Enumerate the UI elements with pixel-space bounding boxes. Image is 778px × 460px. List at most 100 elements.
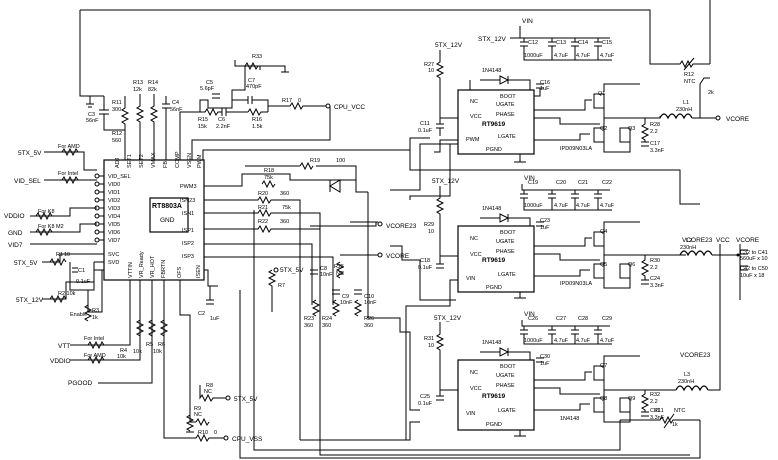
svg-text:R11: R11 (654, 408, 664, 414)
svg-text:C15: C15 (602, 40, 612, 46)
driver-3-pin-phase: PHASE (496, 383, 515, 389)
label-vcore-mid: VCORE (386, 253, 410, 260)
out-caps-1b: 560uF x 10 (740, 256, 768, 262)
inductor-l2-ref: L2 (686, 238, 692, 244)
svg-text:R25: R25 (334, 264, 344, 270)
driver-1-pin-ugate: UGATE (496, 102, 515, 108)
svg-text:1000uF: 1000uF (524, 203, 543, 209)
svg-text:0.1uF: 0.1uF (418, 128, 433, 134)
pin-vid5: VID5 (108, 222, 120, 228)
svg-text:NC: NC (204, 389, 212, 395)
svg-text:75k: 75k (282, 205, 291, 211)
svg-text:C6: C6 (218, 117, 225, 123)
q8-part: 1N4148 (560, 416, 579, 422)
pin-fb: FB (163, 161, 169, 168)
driver-2-supply: 5TX_12V (432, 178, 460, 185)
driver-2-pin-boot: BOOT (500, 230, 516, 236)
driver-1-pin-lgate: LGATE (498, 134, 516, 140)
driver-1-pin-phase: PHASE (496, 112, 515, 118)
driver-2-pin-phase: PHASE (496, 249, 515, 255)
label-for-intel: For Intel (58, 171, 78, 177)
label-for-amd-2: For AMD (84, 353, 106, 359)
svg-text:10: 10 (428, 343, 434, 349)
label-vcore-top: VCORE (726, 116, 750, 123)
svg-text:C21: C21 (578, 180, 588, 186)
controller-left-pin-markers (94, 173, 104, 263)
svg-text:1N4148: 1N4148 (482, 340, 501, 346)
svg-text:R29: R29 (424, 222, 434, 228)
pin-set1: SET1 (127, 154, 133, 168)
pin-vid2: VID2 (108, 198, 120, 204)
svg-text:C9: C9 (342, 294, 349, 300)
inductor-l1-ref: L1 (683, 100, 689, 106)
svg-text:2.2nF: 2.2nF (216, 124, 231, 130)
pin-pwm3: PWM3 (180, 184, 197, 190)
svg-text:10: 10 (428, 229, 434, 235)
svg-text:1uF: 1uF (540, 225, 550, 231)
pin-ofs: OFS (177, 266, 183, 278)
svg-text:4.7uF: 4.7uF (554, 203, 569, 209)
svg-text:10k: 10k (117, 354, 126, 360)
svg-text:2.2: 2.2 (650, 399, 658, 405)
pin-isp1: ISP1 (182, 228, 194, 234)
q2-part: IPD09N03LA (560, 146, 592, 152)
pin-set2: SET2 (139, 154, 145, 168)
driver-2-body (457, 225, 535, 293)
svg-text:R32: R32 (650, 392, 660, 398)
svg-text:R6: R6 (158, 342, 165, 348)
svg-text:C1: C1 (78, 268, 85, 274)
svg-text:1.5k: 1.5k (252, 124, 263, 130)
svg-text:C22: C22 (602, 180, 612, 186)
svg-text:R28: R28 (650, 122, 660, 128)
left-resistors: C1 0.1uF R1 10 R2 10k R3 1k R4 10k R5 10… (35, 147, 169, 365)
q5-part: IPD09N03LA (560, 281, 592, 287)
svg-text:470pF: 470pF (246, 84, 262, 90)
label-vddio-bottom: VDDIO (50, 358, 71, 365)
svg-text:NC: NC (194, 412, 202, 418)
driver-3-pin-lgate: LGATE (498, 408, 516, 414)
svg-text:10nF: 10nF (364, 300, 377, 306)
label-vin-mid: VIN (524, 175, 535, 182)
out-caps-2: C42 to C50 (740, 266, 768, 272)
svg-text:R31: R31 (424, 336, 434, 342)
svg-text:C27: C27 (556, 316, 566, 322)
svg-text:R5: R5 (146, 342, 153, 348)
svg-text:4.7uF: 4.7uF (554, 338, 569, 344)
pin-svd: SVD (108, 260, 119, 266)
svg-text:1N4148: 1N4148 (482, 68, 501, 74)
svg-text:R2 10k: R2 10k (58, 291, 76, 297)
svg-text:C30: C30 (540, 354, 550, 360)
svg-text:C4: C4 (172, 100, 179, 106)
svg-text:R16: R16 (252, 117, 262, 123)
label-pgood: PGOOD (68, 380, 93, 387)
svg-text:R22: R22 (258, 219, 268, 225)
label-for-k8: For K8 (38, 209, 55, 215)
left-side-labels: 5TX_5V For AMD For Intel VID_SEL VDDIO F… (4, 144, 106, 387)
svg-text:R8: R8 (206, 383, 213, 389)
label-vcore23-l2: VCORE23 (682, 237, 713, 244)
inductor-l3-ref: L3 (684, 372, 690, 378)
pin-vid7: VID7 (108, 238, 120, 244)
svg-text:4.7uF: 4.7uF (600, 338, 615, 344)
controller-right-wiring: R18 75k R19 100 R20 360 R21 75k R22 360 … (180, 158, 701, 459)
label-5tx-5v-top: 5TX_5V (18, 150, 42, 157)
driver-3-pin-vcc: VCC (470, 386, 482, 392)
svg-text:4.7uF: 4.7uF (600, 203, 615, 209)
driver-2: RT9619 BOOT UGATE PHASE LGATE NC VCC VIN… (418, 178, 676, 299)
label-vcc-right: VCC (716, 237, 730, 244)
svg-text:C29: C29 (602, 316, 612, 322)
svg-text:R17: R17 (282, 98, 292, 104)
driver-1: RT9619 BOOT UGATE PHASE LGATE NC VCC PWM… (418, 42, 665, 163)
svg-text:3.3nF: 3.3nF (650, 148, 665, 154)
svg-text:C31: C31 (650, 408, 660, 414)
driver-2-pin-nc: NC (470, 236, 478, 242)
svg-text:C26: C26 (528, 316, 538, 322)
svg-text:R12: R12 (112, 131, 122, 137)
svg-text:R19: R19 (310, 158, 320, 164)
pin-vid1: VID1 (108, 190, 120, 196)
svg-text:2.2: 2.2 (650, 265, 658, 271)
svg-text:R13: R13 (133, 80, 143, 86)
svg-text:360: 360 (322, 323, 331, 329)
svg-text:4.7uF: 4.7uF (576, 203, 591, 209)
svg-text:R11: R11 (112, 100, 122, 106)
